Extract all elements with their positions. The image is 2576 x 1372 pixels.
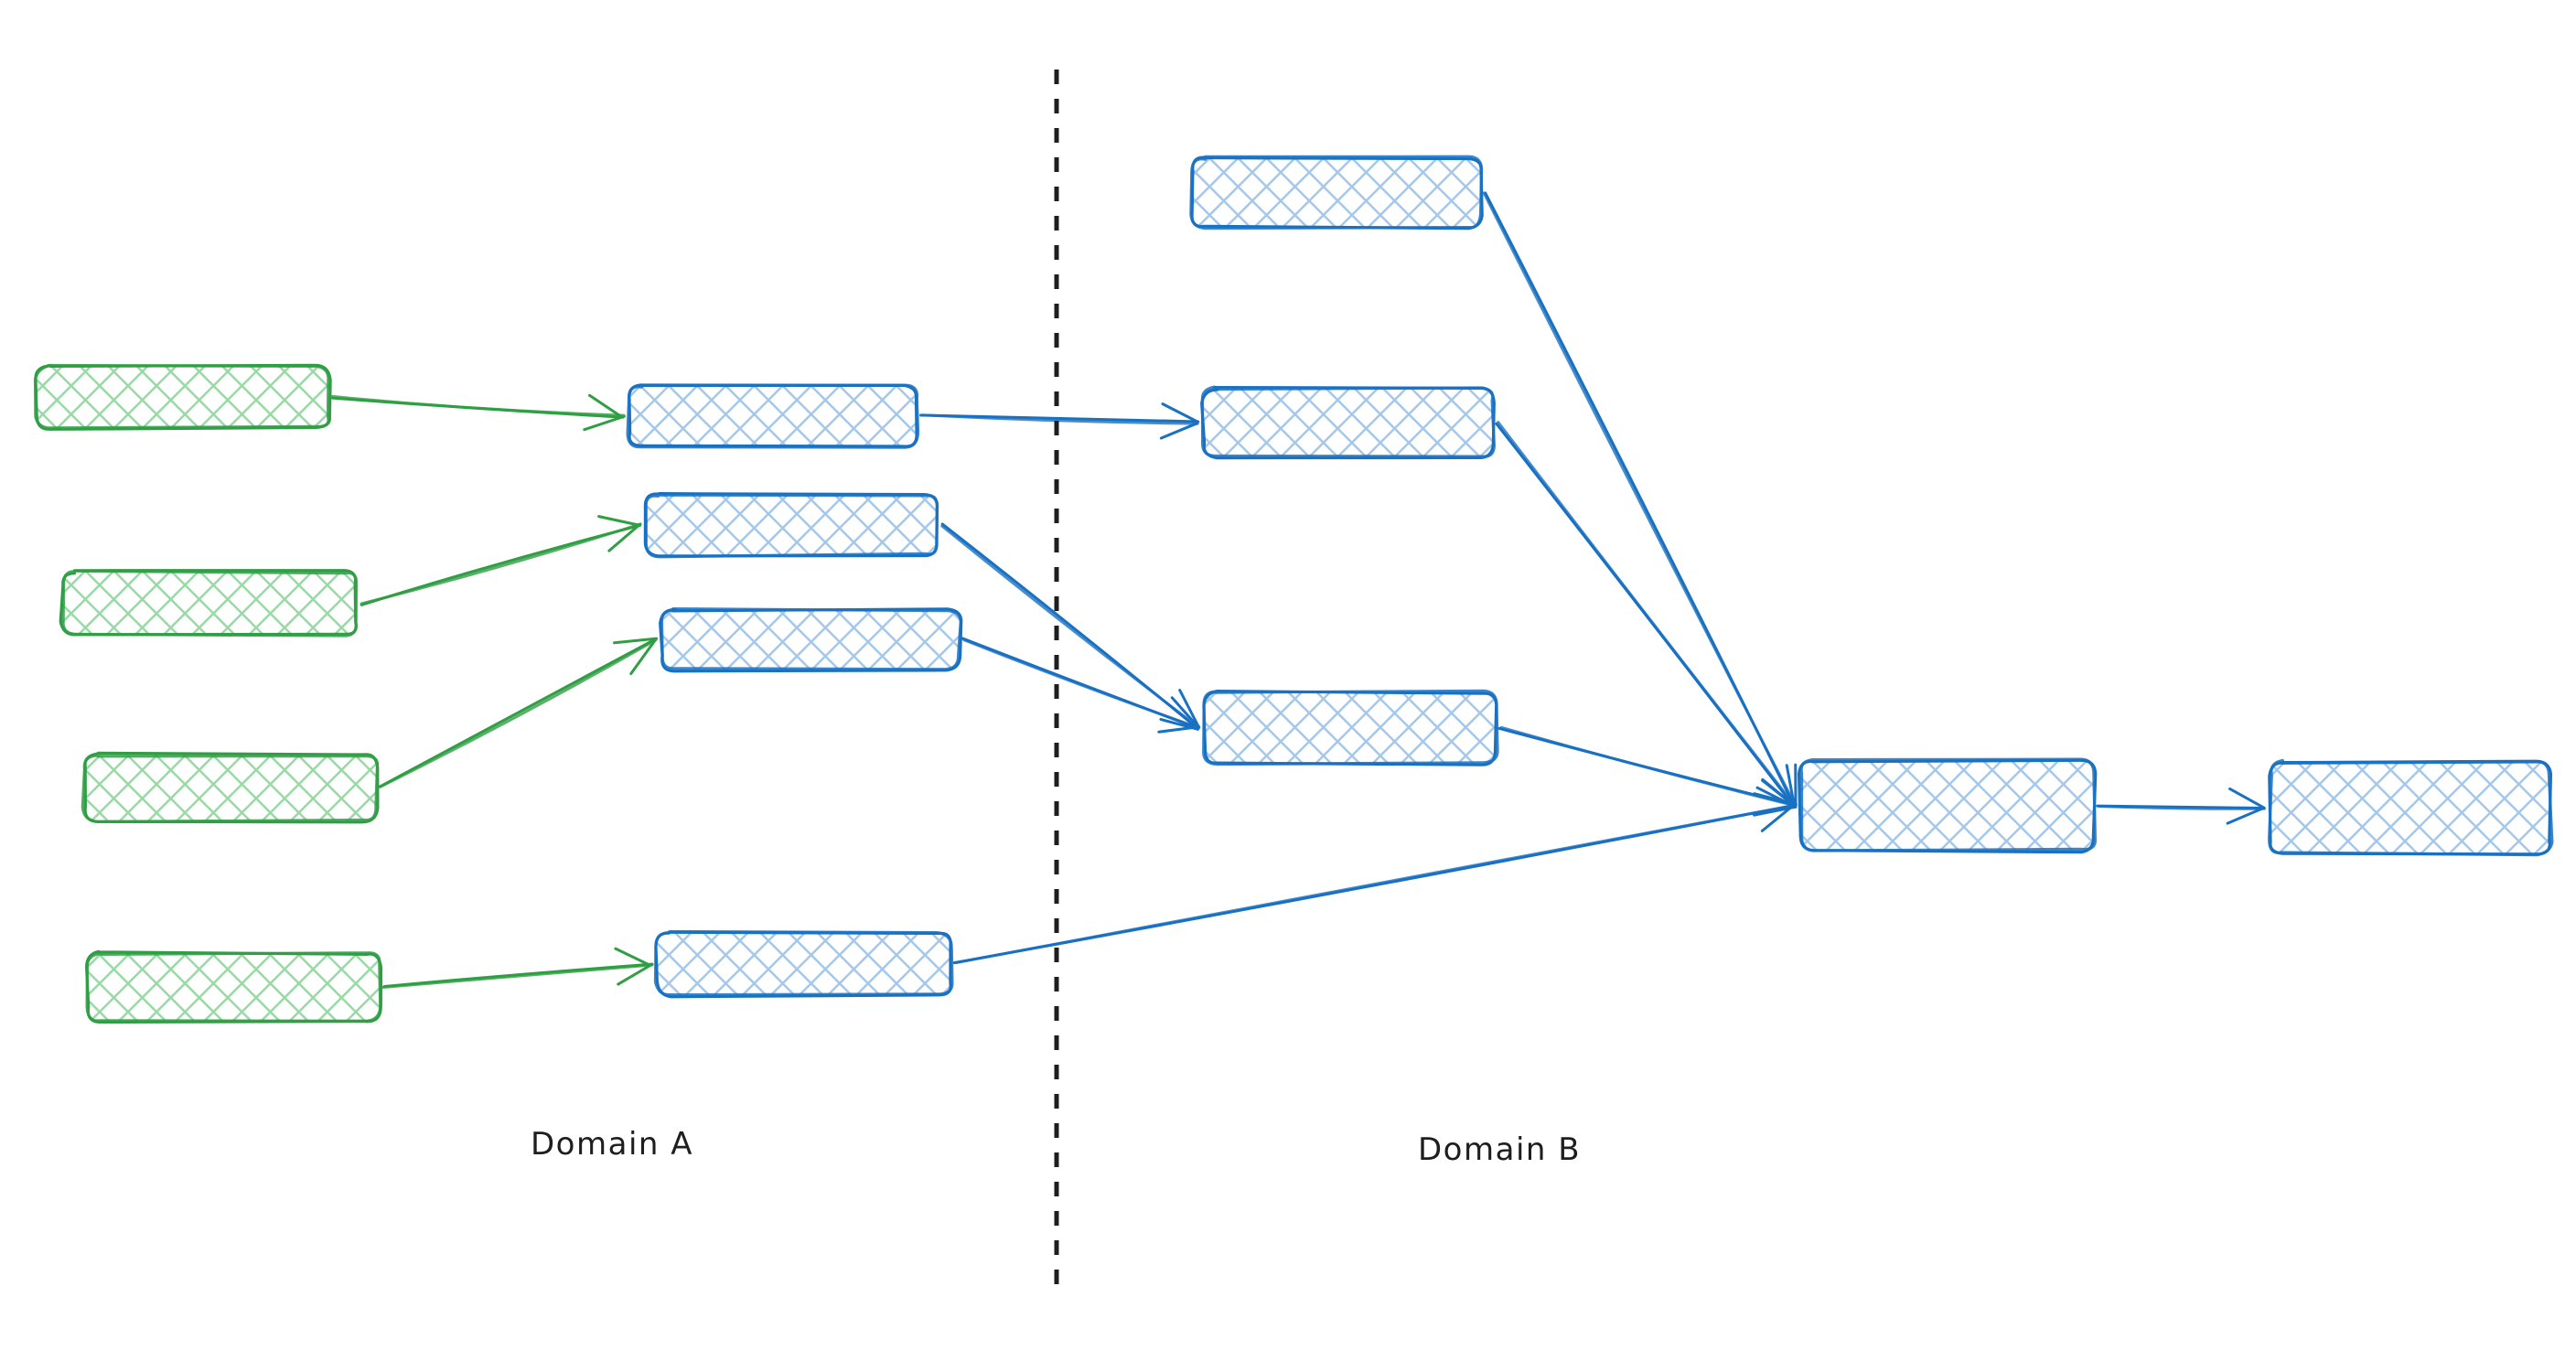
node-a1[interactable]: [33, 363, 332, 431]
edge-arrowhead: [1159, 422, 1199, 440]
node-m3[interactable]: [659, 606, 963, 673]
node-a2[interactable]: [59, 569, 359, 638]
node-outline: [653, 929, 954, 997]
edge-arrowhead: [597, 515, 642, 527]
node-fill: [36, 366, 330, 428]
node-outline: [1189, 155, 1484, 230]
edge-shaft: [1497, 421, 1797, 808]
node-outline: [1200, 385, 1496, 458]
node-fill: [660, 608, 961, 670]
edge-e11[interactable]: [952, 792, 1798, 965]
edge-e7[interactable]: [961, 637, 1201, 734]
node-fill: [61, 571, 358, 637]
node-fill: [1202, 388, 1495, 457]
edge-shaft: [920, 413, 1199, 425]
nodes-layer: [33, 155, 2554, 1024]
edge-arrowhead: [617, 962, 654, 986]
label-domain-b: Domain B: [1418, 1131, 1581, 1168]
edge-shaft: [379, 638, 658, 788]
edge-shaft: [940, 524, 1200, 729]
edge-arrowhead: [1170, 696, 1200, 729]
edge-arrowhead: [2226, 806, 2266, 825]
node-outline: [1202, 689, 1499, 766]
edge-e10[interactable]: [1497, 725, 1798, 817]
edge-arrowhead: [583, 414, 626, 432]
node-a4[interactable]: [85, 949, 383, 1024]
node-outline: [61, 569, 359, 638]
edge-e5[interactable]: [919, 402, 1200, 440]
edge-arrowhead: [1157, 725, 1201, 734]
edge-arrowhead: [1785, 764, 1796, 808]
edge-arrowhead: [1178, 689, 1201, 729]
edge-shaft: [962, 638, 1200, 729]
node-b1[interactable]: [1189, 155, 1484, 230]
edge-arrowhead: [587, 393, 624, 419]
node-fill: [656, 932, 952, 996]
node-outline: [626, 383, 920, 449]
edge-arrowhead: [1753, 792, 1798, 807]
node-m1[interactable]: [626, 383, 920, 449]
node-fill: [1192, 157, 1482, 229]
node-outline: [1799, 757, 2098, 852]
node-b2[interactable]: [1200, 385, 1496, 460]
edge-arrowhead: [2228, 787, 2266, 809]
edge-arrowhead: [613, 637, 659, 645]
edge-e2[interactable]: [360, 515, 642, 606]
edge-arrowhead: [629, 638, 657, 675]
node-fill: [86, 952, 380, 1022]
label-domain-a: Domain A: [531, 1126, 693, 1163]
node-m4[interactable]: [653, 929, 954, 999]
edge-shaft: [953, 803, 1796, 965]
edge-arrowhead: [1161, 402, 1199, 423]
node-outline: [85, 951, 382, 1023]
node-outline: [80, 754, 380, 823]
edge-shaft: [378, 638, 658, 788]
node-m2[interactable]: [643, 492, 939, 559]
edge-shaft: [1499, 725, 1797, 808]
node-outline: [644, 493, 939, 559]
edges-layer: [330, 191, 2266, 989]
edge-shaft: [381, 963, 654, 989]
edge-shaft: [1482, 191, 1798, 807]
node-b5[interactable]: [2268, 758, 2554, 857]
edge-e12[interactable]: [2096, 787, 2266, 825]
node-fill: [1799, 760, 2095, 851]
node-fill: [628, 385, 918, 447]
edge-shaft: [360, 522, 642, 606]
edge-e8[interactable]: [1482, 191, 1798, 809]
edge-e4[interactable]: [381, 947, 654, 989]
node-outline: [33, 363, 330, 430]
edge-e3[interactable]: [378, 637, 659, 788]
node-outline: [660, 606, 962, 671]
edge-arrowhead: [1760, 803, 1796, 832]
node-fill: [83, 754, 377, 820]
labels-layer: Domain A Domain B: [531, 1126, 1581, 1168]
edge-shaft: [2098, 805, 2266, 810]
edge-shaft: [330, 394, 626, 417]
edge-e6[interactable]: [940, 522, 1201, 731]
edge-arrowhead: [614, 947, 652, 967]
node-fill: [2270, 761, 2551, 853]
node-a3[interactable]: [80, 751, 380, 824]
edge-e1[interactable]: [330, 393, 626, 432]
node-fill: [1204, 691, 1497, 765]
node-b4[interactable]: [1797, 757, 2098, 854]
edge-e9[interactable]: [1495, 421, 1798, 809]
node-outline: [2268, 758, 2554, 857]
node-b3[interactable]: [1202, 689, 1499, 766]
edge-arrowhead: [607, 522, 642, 552]
node-fill: [644, 494, 938, 555]
